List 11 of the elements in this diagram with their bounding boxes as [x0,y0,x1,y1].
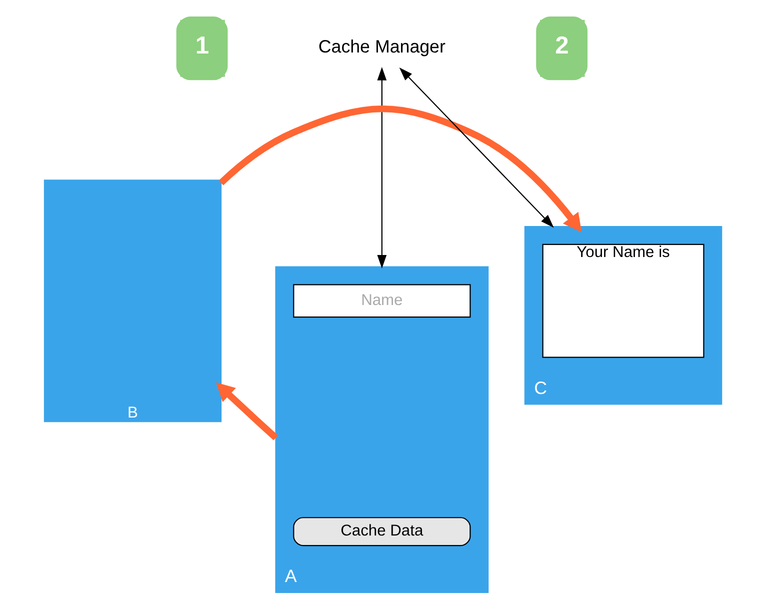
node-box: B [44,180,222,422]
node-box: Your Name is [542,244,704,358]
label: 2 [555,32,569,60]
arrow [218,106,582,232]
arrow [216,382,278,440]
arrow [399,67,554,228]
label: 1 [195,32,209,60]
arrow [377,66,387,268]
node-box: Name [293,284,471,318]
node-text: Cache Manager [318,36,446,57]
node-box: Cache Data [293,517,471,546]
